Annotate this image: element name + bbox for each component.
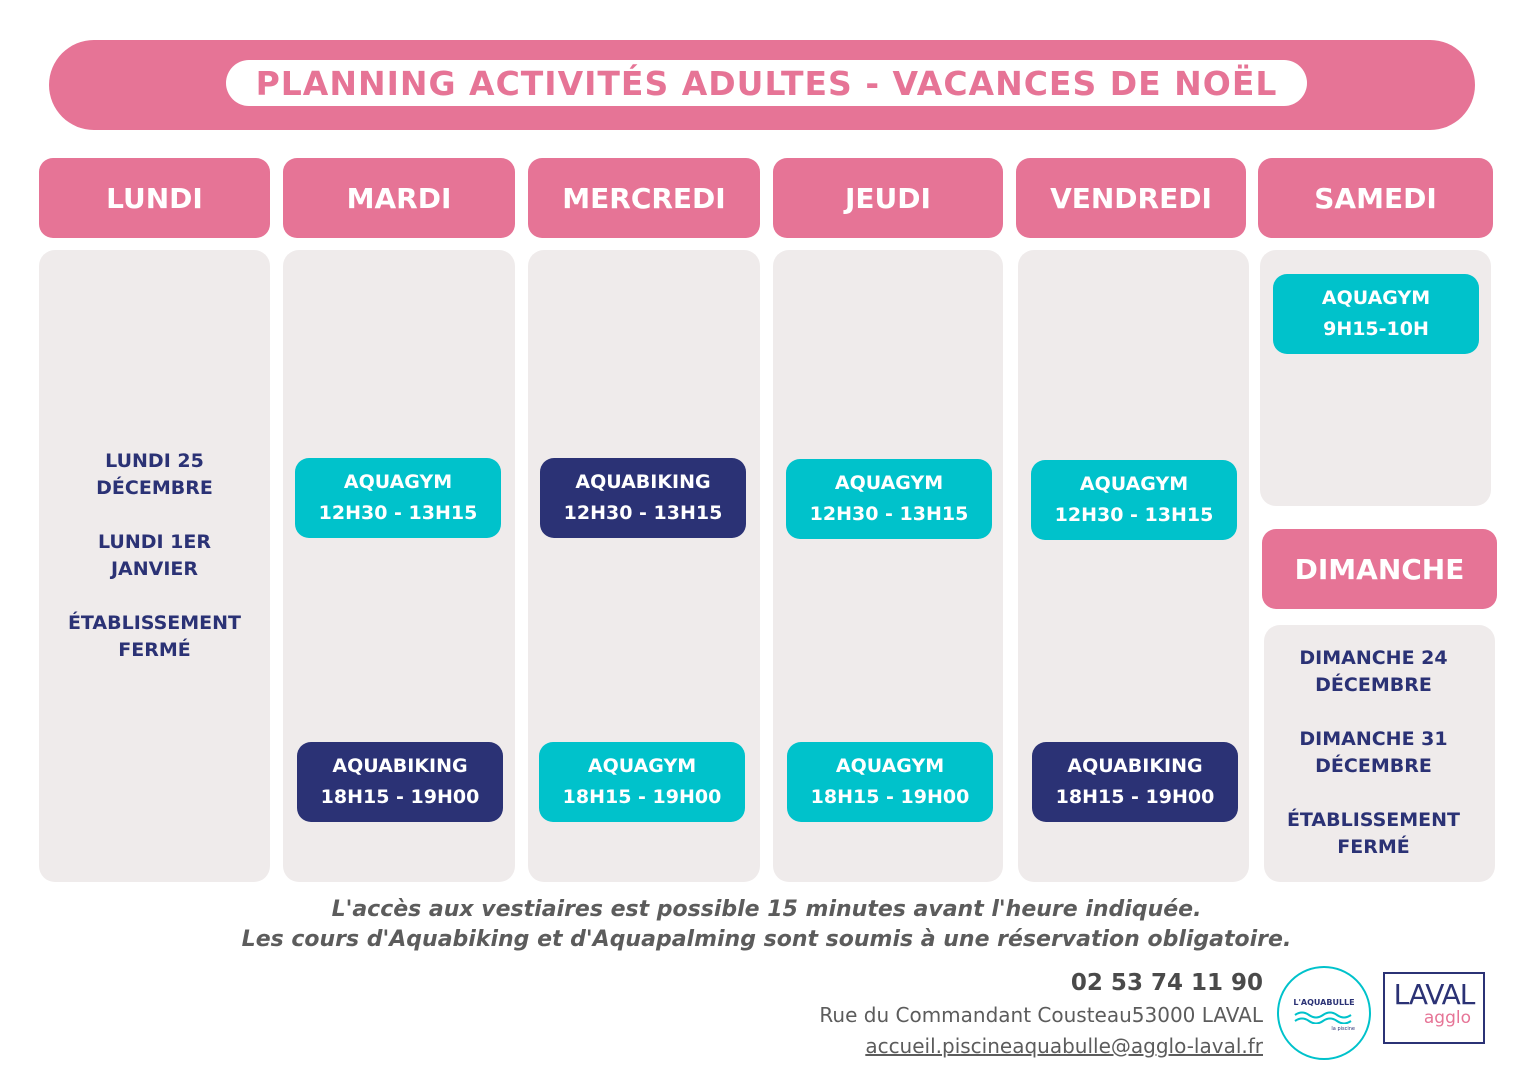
slot-mercredi-soir: AQUAGYM 18H15 - 19H00 (539, 742, 745, 822)
note-line: ÉTABLISSEMENT (67, 612, 242, 634)
note-line: LUNDI 1ER (97, 531, 212, 553)
slot-time: 12H30 - 13H15 (1054, 504, 1214, 526)
day-header-dimanche: DIMANCHE (1262, 529, 1497, 609)
slot-jeudi-midi: AQUAGYM 12H30 - 13H15 (786, 459, 992, 539)
day-header-mercredi: MERCREDI (528, 158, 760, 238)
note-line: LUNDI 25 (105, 450, 204, 472)
column-lundi (39, 250, 270, 882)
slot-time: 18H15 - 19H00 (810, 786, 970, 808)
contact-phone: 02 53 74 11 90 (1070, 970, 1263, 996)
slot-time: 18H15 - 19H00 (320, 786, 480, 808)
lundi-closure-note: LUNDI 25 DÉCEMBRE LUNDI 1ER JANVIER ÉTAB… (39, 448, 270, 664)
slot-mardi-soir: AQUABIKING 18H15 - 19H00 (297, 742, 503, 822)
slot-time: 18H15 - 19H00 (562, 786, 722, 808)
note-line: ÉTABLISSEMENT (1286, 809, 1461, 831)
dimanche-closure-note: DIMANCHE 24 DÉCEMBRE DIMANCHE 31 DÉCEMBR… (1258, 645, 1489, 861)
footer-note-reservation: Les cours d'Aquabiking et d'Aquapalming … (241, 927, 1292, 952)
slot-samedi-matin: AQUAGYM 9H15-10H (1273, 274, 1479, 354)
footer-note-vestiaires: L'accès aux vestiaires est possible 15 m… (331, 897, 1202, 922)
note-line: DÉCEMBRE (96, 477, 213, 499)
note-line: DIMANCHE 24 (1299, 647, 1448, 669)
note-line: JANVIER (110, 558, 199, 580)
aquabulle-logo: L'AQUABULLE la piscine (1277, 966, 1371, 1060)
note-line: DÉCEMBRE (1315, 674, 1432, 696)
note-line: DIMANCHE 31 (1299, 728, 1448, 750)
slot-mardi-midi: AQUAGYM 12H30 - 13H15 (295, 458, 501, 538)
slot-activity: AQUAGYM (835, 755, 945, 777)
slot-time: 12H30 - 13H15 (809, 503, 969, 525)
column-dimanche (1264, 625, 1495, 882)
slot-jeudi-soir: AQUAGYM 18H15 - 19H00 (787, 742, 993, 822)
slot-time: 9H15-10H (1323, 318, 1429, 340)
aquabulle-logo-tagline: la piscine (1331, 1026, 1355, 1032)
aquabulle-logo-text: L'AQUABULLE (1293, 998, 1355, 1007)
day-header-vendredi: VENDREDI (1016, 158, 1246, 238)
note-line: FERMÉ (1337, 836, 1410, 858)
note-line: DÉCEMBRE (1315, 755, 1432, 777)
wave-icon (1294, 1011, 1352, 1024)
slot-vendredi-soir: AQUABIKING 18H15 - 19H00 (1032, 742, 1238, 822)
slot-time: 12H30 - 13H15 (318, 502, 478, 524)
slot-activity: AQUABIKING (575, 471, 711, 493)
slot-activity: AQUABIKING (1067, 755, 1203, 777)
laval-logo-text: LAVAL (1393, 978, 1476, 1011)
note-line: FERMÉ (118, 639, 191, 661)
slot-activity: AQUAGYM (587, 755, 697, 777)
slot-activity: AQUAGYM (834, 472, 944, 494)
day-header-samedi: SAMEDI (1258, 158, 1493, 238)
contact-address: Rue du Commandant Cousteau53000 LAVAL (819, 1003, 1263, 1027)
slot-activity: AQUAGYM (1321, 287, 1431, 309)
slot-time: 18H15 - 19H00 (1055, 786, 1215, 808)
slot-time: 12H30 - 13H15 (563, 502, 723, 524)
agglo-logo-text: agglo (1423, 1008, 1471, 1028)
contact-email-link[interactable]: accueil.piscineaquabulle@agglo-laval.fr (865, 1034, 1263, 1058)
slot-activity: AQUABIKING (332, 755, 468, 777)
day-header-lundi: LUNDI (39, 158, 270, 238)
page-title: PLANNING ACTIVITÉS ADULTES - VACANCES DE… (226, 60, 1307, 106)
slot-mercredi-midi: AQUABIKING 12H30 - 13H15 (540, 458, 746, 538)
slot-vendredi-midi: AQUAGYM 12H30 - 13H15 (1031, 460, 1237, 540)
day-header-jeudi: JEUDI (773, 158, 1003, 238)
slot-activity: AQUAGYM (1079, 473, 1189, 495)
laval-agglo-logo: LAVAL agglo (1383, 972, 1485, 1044)
day-header-mardi: MARDI (283, 158, 515, 238)
slot-activity: AQUAGYM (343, 471, 453, 493)
